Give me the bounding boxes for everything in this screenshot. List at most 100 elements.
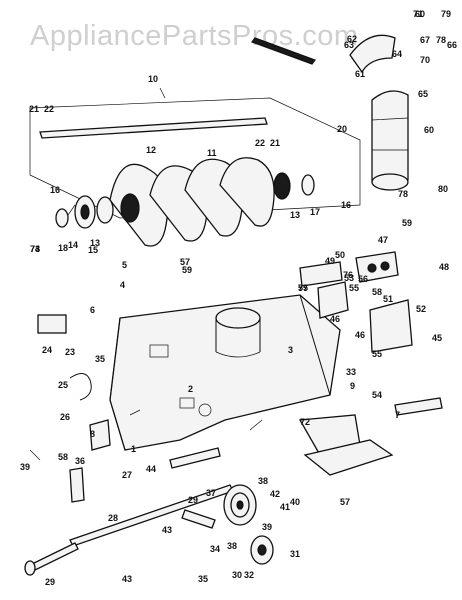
callout-71: 71 [413,9,423,19]
callout-51: 51 [383,294,393,304]
auger-housing [109,294,341,451]
arm-link [181,509,216,529]
callout-21: 21 [270,138,280,148]
callout-42: 42 [270,489,280,499]
callout-73: 73 [30,244,40,254]
callout-29: 29 [45,577,55,587]
callout-61: 61 [355,69,365,79]
callout-4: 4 [120,280,125,290]
callout-25: 25 [58,380,68,390]
skid-shoe [298,414,394,476]
callout-16: 16 [341,200,351,210]
callout-62: 62 [347,34,357,44]
callout-26: 26 [60,412,70,422]
auger-spiral [109,157,291,247]
callout-9: 9 [350,381,355,391]
callout-21: 21 [29,104,39,114]
callout-55: 55 [349,283,359,293]
callout-72: 72 [300,417,310,427]
callout-38: 38 [258,476,268,486]
callout-34: 34 [210,544,220,554]
callout-12: 12 [146,145,156,155]
callout-20: 20 [337,124,347,134]
control-bracket [355,251,399,283]
top-bracket [299,261,343,287]
watermark: AppliancePartsPros.com [30,20,359,52]
callout-37: 37 [206,488,216,498]
callout-53: 53 [344,273,354,283]
callout-8: 8 [90,429,95,439]
callout-15: 15 [88,245,98,255]
callout-84: 84 [0,0,10,2]
callout-65: 65 [418,89,428,99]
callout-47: 47 [378,235,388,245]
callout-10: 10 [148,74,158,84]
hook [69,373,92,401]
callout-45: 45 [432,333,442,343]
callout-38: 38 [227,541,237,551]
callout-22: 22 [44,104,54,114]
scraper-blade [394,397,443,416]
callout-57: 57 [340,497,350,507]
small-plate [37,314,67,334]
callout-78: 78 [436,35,446,45]
left-bearing-group [55,195,114,229]
discharge-chute [371,90,409,191]
auger-shaft [39,117,268,139]
callout-60: 60 [424,125,434,135]
callout-81: 81 [0,0,10,2]
callout-49: 49 [325,256,335,266]
callout-11: 11 [207,148,217,158]
callout-39: 39 [20,462,30,472]
leader-lines [29,87,263,461]
mount-bracket [317,281,349,319]
callout-85: 85 [0,0,10,2]
callout-7: 7 [395,410,400,420]
callout-66: 66 [447,40,457,50]
callout-75: 75 [298,283,308,293]
callout-30: 30 [232,570,242,580]
callout-39: 39 [262,522,272,532]
callout-13: 13 [290,210,300,220]
callout-44: 44 [146,464,156,474]
callout-81: 81 [0,0,10,2]
callout-54: 54 [372,390,382,400]
callout-63: 63 [344,40,354,50]
callout-28: 28 [108,513,118,523]
handle-rod [24,542,79,576]
callout-43: 43 [162,525,172,535]
callout-74: 74 [30,244,40,254]
callout-48: 48 [439,262,449,272]
crank-rod [251,37,316,65]
callout-3: 3 [288,345,293,355]
callout-76: 76 [343,270,353,280]
callout-58: 58 [58,452,68,462]
auger-frame-outline [29,97,361,219]
callout-1: 1 [131,444,136,454]
chute-adapter [215,307,261,358]
callout-70: 70 [420,55,430,65]
callout-43: 43 [122,574,132,584]
callout-64: 64 [392,49,402,59]
lower-pulley [250,535,274,565]
callout-79: 79 [441,9,451,19]
callout-46: 46 [330,314,340,324]
callout-50: 50 [335,250,345,260]
lever-bracket [169,447,221,469]
callout-13: 13 [90,238,100,248]
callout-80: 80 [438,184,448,194]
callout-14: 14 [68,240,78,250]
callout-16: 16 [50,185,60,195]
right-bearing [301,174,315,196]
callout-36: 36 [75,456,85,466]
callout-6: 6 [90,305,95,315]
callout-17: 17 [310,207,320,217]
callout-59: 59 [402,218,412,228]
callout-58: 58 [372,287,382,297]
callout-5: 5 [122,260,127,270]
side-bracket [369,299,413,353]
callout-33: 33 [346,367,356,377]
callout-60: 60 [415,9,425,19]
